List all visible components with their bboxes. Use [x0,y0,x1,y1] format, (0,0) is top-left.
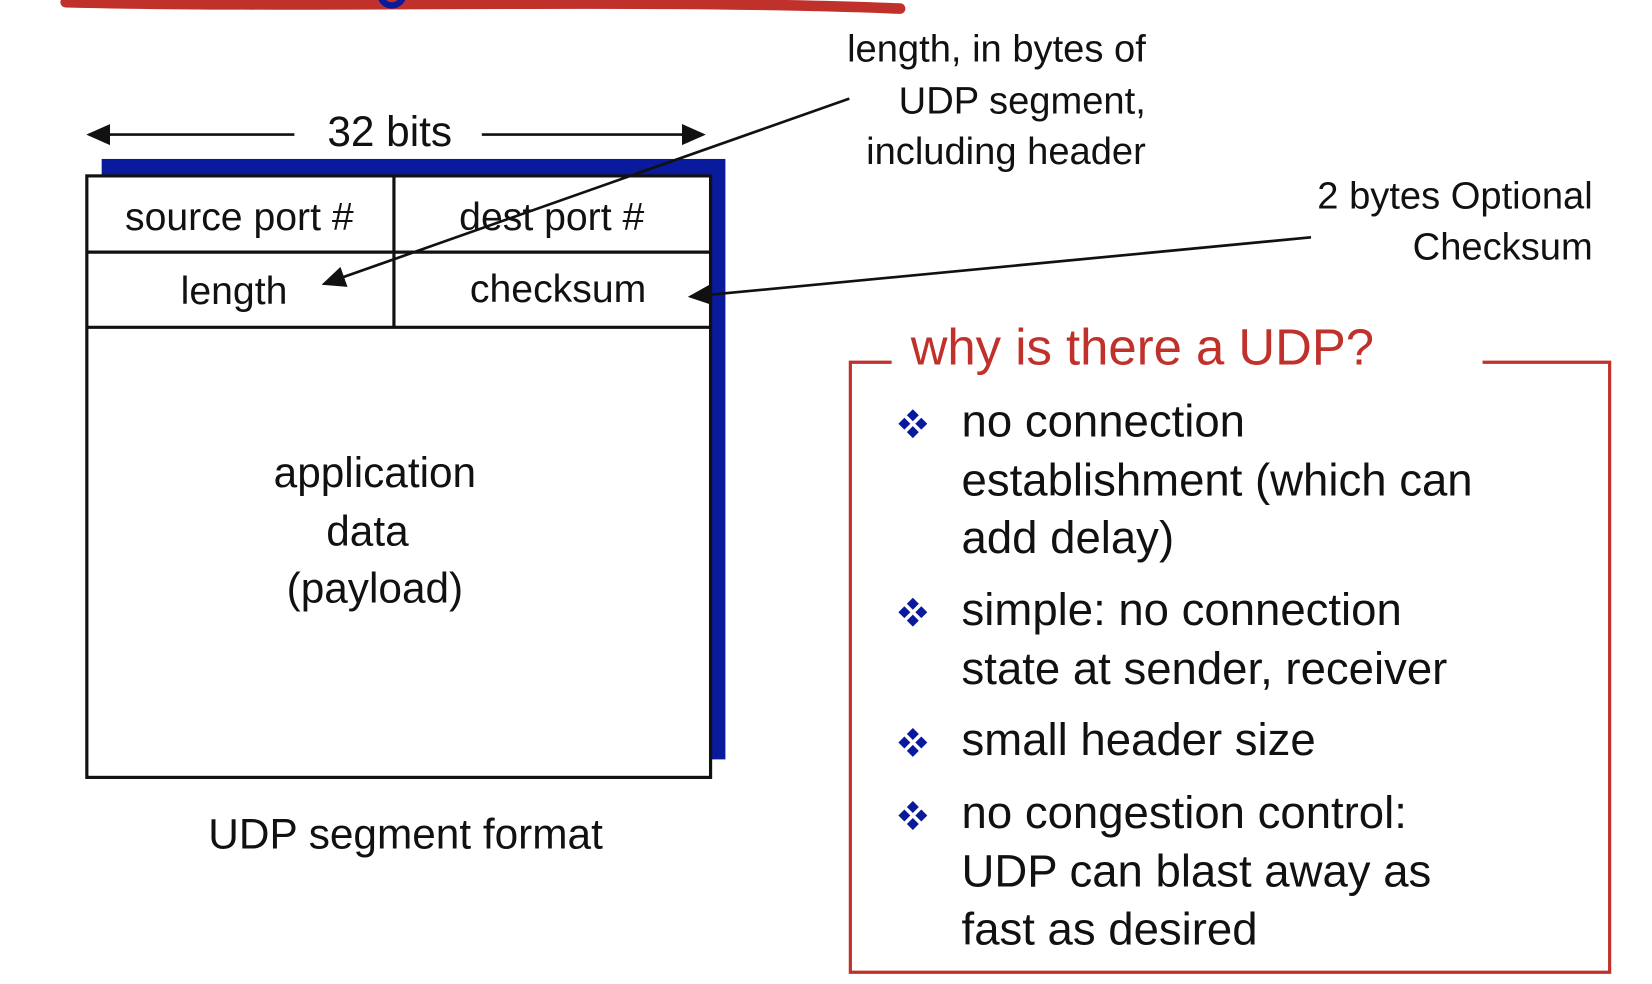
length-field: length [181,270,288,313]
checksum-field: checksum [470,268,646,311]
bullet-1-line-3: add delay) [962,512,1175,563]
bullet-2-line-1: simple: no connection [962,584,1402,635]
source-port-field: source port # [125,196,354,239]
width-label: 32 bits [327,108,452,155]
diamond-bullet-icon [898,801,928,830]
payload-line-2: data [326,507,409,554]
blue-pen-mark [378,0,406,9]
diamond-bullet-icon [898,409,928,439]
red-pen-stroke [60,0,906,14]
bullet-4-line-1: no congestion control: [962,787,1407,838]
diagram-caption: UDP segment format [208,810,603,857]
segment-box [85,174,713,779]
bullet-4-line-3: fast as desired [962,904,1258,955]
length-arrow [321,97,850,287]
why-box-border [848,360,1612,974]
checksum-note-2: Checksum [1413,226,1593,269]
why-box-title: why is there a UDP? [910,318,1374,375]
bullet-3-line-1: small header size [962,714,1316,765]
bullet-4-line-2: UDP can blast away as [962,845,1432,896]
checksum-arrow [687,235,1312,306]
length-note-2: UDP segment, [899,79,1146,122]
diamond-bullet-icon [898,597,928,627]
payload-line-1: application [274,449,476,496]
diamond-bullet-icon [898,727,928,757]
bullet-1-line-2: establishment (which can [962,455,1473,506]
payload-line-3: (payload) [287,565,464,612]
bullet-1-line-1: no connection [962,395,1245,446]
bullet-2-line-2: state at sender, receiver [962,643,1448,694]
checksum-note-1: 2 bytes Optional [1317,175,1592,218]
length-note-3: including header [866,130,1146,173]
length-note-1: length, in bytes of [847,28,1146,71]
